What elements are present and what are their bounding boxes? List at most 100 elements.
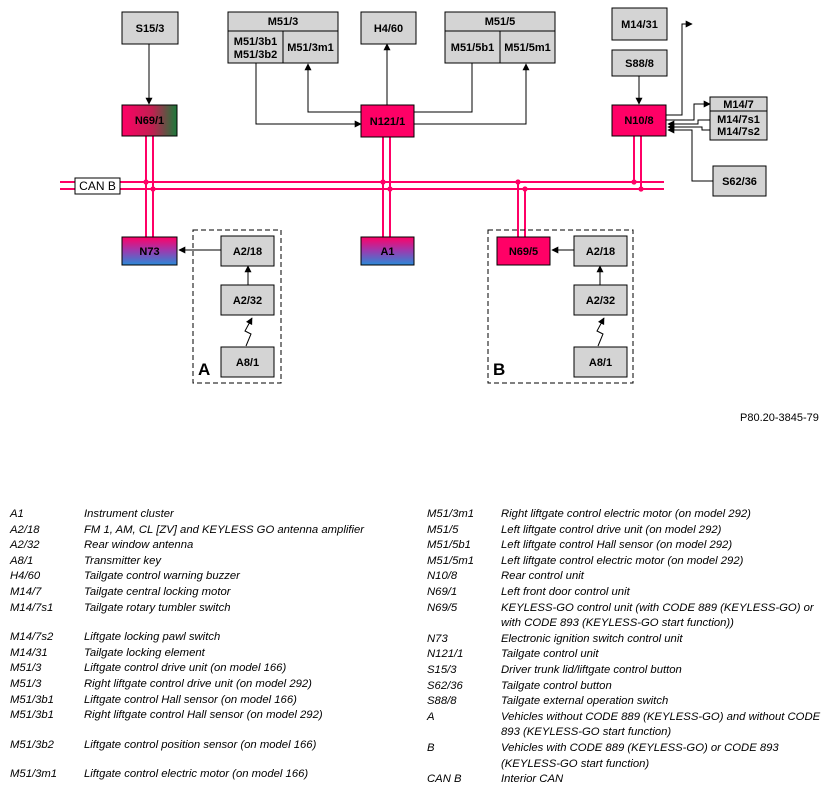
legend-code: A — [427, 710, 435, 723]
svg-text:M51/3b2: M51/3b2 — [234, 49, 277, 61]
radio-link-b — [596, 317, 605, 347]
legend-code: CAN B — [427, 773, 462, 786]
legend-description: Right liftgate control electric motor (o… — [501, 508, 751, 520]
legend-description: Right liftgate control Hall sensor (on m… — [84, 709, 323, 722]
svg-text:N121/1: N121/1 — [370, 116, 405, 128]
component-h4-60: H4/60 — [360, 11, 417, 45]
legend-code: M51/5 — [427, 523, 459, 536]
svg-text:A2/32: A2/32 — [233, 295, 262, 307]
legend-row: M51/3b1 Liftgate control Hall sensor (on … — [10, 693, 415, 709]
legend-row: H4/60 Tailgate control warning buzzer — [10, 569, 415, 585]
legend-code: N10/8 — [427, 570, 458, 583]
legend-description: Rear control unit — [501, 570, 584, 583]
legend-description: Liftgate control electric motor (on mode… — [84, 768, 309, 781]
legend-description: Left liftgate control electric motor (on… — [501, 554, 744, 567]
legend-description: FM 1, AM, CL [ZV] and KEYLESS GO antenna… — [84, 523, 365, 536]
component-s88-8: S88/8 — [611, 49, 668, 77]
control-unit-n69-1: N69/1 — [121, 104, 178, 137]
svg-text:A8/1: A8/1 — [236, 357, 259, 369]
svg-text:N73: N73 — [139, 246, 159, 258]
svg-text:M51/3m1: M51/3m1 — [287, 42, 333, 54]
legend-row: M51/3m1 Liftgate control electric motor (… — [10, 767, 415, 783]
legend-code: N73 — [427, 632, 448, 645]
legend-description: Liftgate control position sensor (on mod… — [84, 738, 317, 751]
legend-description: Right liftgate control drive unit (on mo… — [84, 677, 312, 690]
can-b-bus — [60, 181, 664, 190]
legend-code: S88/8 — [427, 695, 457, 708]
legend-description: Rear window antenna — [84, 539, 194, 552]
legend-row: A8/1 Transmitter key — [10, 554, 415, 570]
legend-description: Interior CAN — [501, 773, 564, 786]
svg-text:M51/5m1: M51/5m1 — [504, 42, 550, 54]
svg-text:S88/8: S88/8 — [625, 58, 654, 70]
legend-row: CAN B Interior CAN — [427, 772, 827, 788]
legend-description: Driver trunk lid/liftgate control button — [501, 663, 682, 676]
signal-lines — [145, 20, 713, 285]
legend-code: M51/3m1 — [10, 768, 58, 781]
legend-code: M14/31 — [10, 646, 48, 659]
group-b-label: B — [493, 360, 505, 379]
legend-code: M51/3b2 — [10, 738, 54, 751]
legend-description: Tailgate central locking motor — [84, 585, 231, 598]
legend-code: N69/5 — [427, 601, 458, 614]
svg-text:M51/3b1: M51/3b1 — [234, 36, 277, 48]
svg-text:M14/31: M14/31 — [621, 19, 658, 31]
svg-text:A2/32: A2/32 — [586, 295, 615, 307]
svg-text:M51/5: M51/5 — [485, 16, 516, 28]
legend-right-column: M51/3m1 Right liftgate control electric m… — [427, 507, 827, 788]
legend-code: M51/5b1 — [427, 539, 471, 552]
legend-code: H4/60 — [10, 570, 41, 583]
legend-description: Liftgate control drive unit (on model 16… — [84, 662, 287, 675]
legend-code: S62/36 — [427, 679, 463, 692]
component-m51-3: M51/3 M51/3b1 M51/3b2 M51/3m1 — [227, 11, 339, 64]
legend-code: B — [427, 741, 435, 754]
legend-spacer — [10, 753, 415, 767]
legend-row: M51/3b1 Right liftgate control Hall senso… — [10, 708, 415, 724]
svg-text:M14/7s1: M14/7s1 — [717, 114, 760, 126]
svg-text:M14/7: M14/7 — [723, 99, 754, 111]
legend-description: Tailgate external operation switch — [501, 695, 669, 708]
legend-code: M14/7s1 — [10, 601, 54, 614]
legend-row: N10/8 Rear control unit — [427, 569, 827, 585]
legend-code: M51/3 — [10, 662, 42, 675]
legend-code: M51/3b1 — [10, 709, 54, 722]
legend-description: Liftgate control Hall sensor (on model 1… — [84, 693, 297, 706]
svg-text:M51/5b1: M51/5b1 — [451, 42, 494, 54]
legend-description: Liftgate locking pawl switch — [84, 631, 221, 644]
legend-description: Tailgate control unit — [501, 648, 599, 661]
legend-code: A8/1 — [10, 554, 34, 567]
legend-description: Transmitter key — [84, 554, 161, 567]
svg-text:N69/5: N69/5 — [509, 246, 538, 258]
legend-description: Tailgate control warning buzzer — [84, 570, 240, 583]
control-unit-n121-1: N121/1 — [360, 104, 415, 138]
group-b-box — [487, 229, 634, 384]
control-unit-n73: N73 — [121, 236, 178, 266]
legend-description: Tailgate control button — [501, 679, 612, 692]
component-m14-7: M14/7 M14/7s1 M14/7s2 — [709, 96, 768, 141]
legend-row: M51/3 Liftgate control drive unit (on mod… — [10, 661, 415, 677]
legend-description: Left front door control unit — [501, 585, 630, 598]
legend-row: A2/18 FM 1, AM, CL [ZV] and KEYLESS GO an… — [10, 523, 415, 539]
svg-text:S15/3: S15/3 — [136, 23, 165, 35]
component-group-b-a2-32: A2/32 — [573, 284, 628, 316]
can-b-label-box — [74, 177, 121, 195]
legend-code: A2/18 — [10, 523, 40, 536]
svg-text:A2/18: A2/18 — [233, 246, 262, 258]
legend-code: M51/3b1 — [10, 693, 54, 706]
legend-code: M51/3m1 — [427, 508, 475, 520]
component-s62-36: S62/36 — [712, 165, 767, 197]
legend-code: S15/3 — [427, 663, 457, 676]
legend-row: S15/3 Driver trunk lid/liftgate control b… — [427, 663, 827, 679]
